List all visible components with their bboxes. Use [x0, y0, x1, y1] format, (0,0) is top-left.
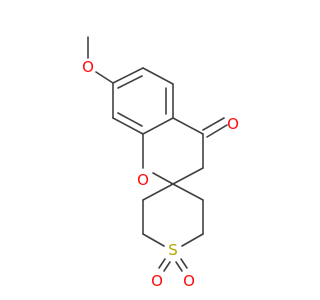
bond-s-o-left-a	[158, 258, 166, 269]
bond-s-o-right-b	[175, 261, 183, 272]
bond-cb-s	[142, 233, 165, 247]
atom-label-methoxy-oxygen: O	[82, 58, 94, 76]
bond-c7-c6-inner	[117, 75, 143, 89]
bond-c4a-c8a	[142, 117, 174, 135]
bond-group	[87, 36, 228, 272]
atom-label-ketone-oxygen: O	[227, 115, 239, 133]
bond-c6-c5	[142, 67, 174, 85]
molecule-diagram: O O O S O O	[82, 36, 239, 290]
bond-cd-s	[181, 233, 204, 247]
bond-c4a-c4	[172, 117, 204, 135]
bond-c4-o-double-b	[206, 124, 228, 138]
bond-o-aryl	[95, 71, 114, 84]
bond-s-o-left-b	[163, 261, 171, 272]
bond-s-o-right-a	[180, 258, 188, 269]
bond-c2-cc	[172, 183, 204, 201]
bond-c8a-c8-inner	[117, 112, 143, 127]
structure-canvas: O O O S O O	[82, 36, 239, 290]
atom-label-group: O O O S O O	[82, 58, 239, 290]
atom-label-sulfonyl-oxygen-left: O	[151, 272, 163, 290]
bond-c8a-c8	[112, 117, 144, 135]
atom-label-ring-oxygen: O	[137, 171, 149, 189]
atom-label-sulfonyl-oxygen-right: O	[183, 272, 195, 290]
bond-c7-c6	[112, 67, 144, 84]
bond-c2-oring	[152, 172, 174, 185]
bond-c3-c2	[172, 167, 204, 185]
atom-label-sulfur: S	[168, 241, 178, 259]
bond-c2-ca	[142, 183, 174, 201]
bond-c4-o-double-a	[202, 117, 225, 131]
